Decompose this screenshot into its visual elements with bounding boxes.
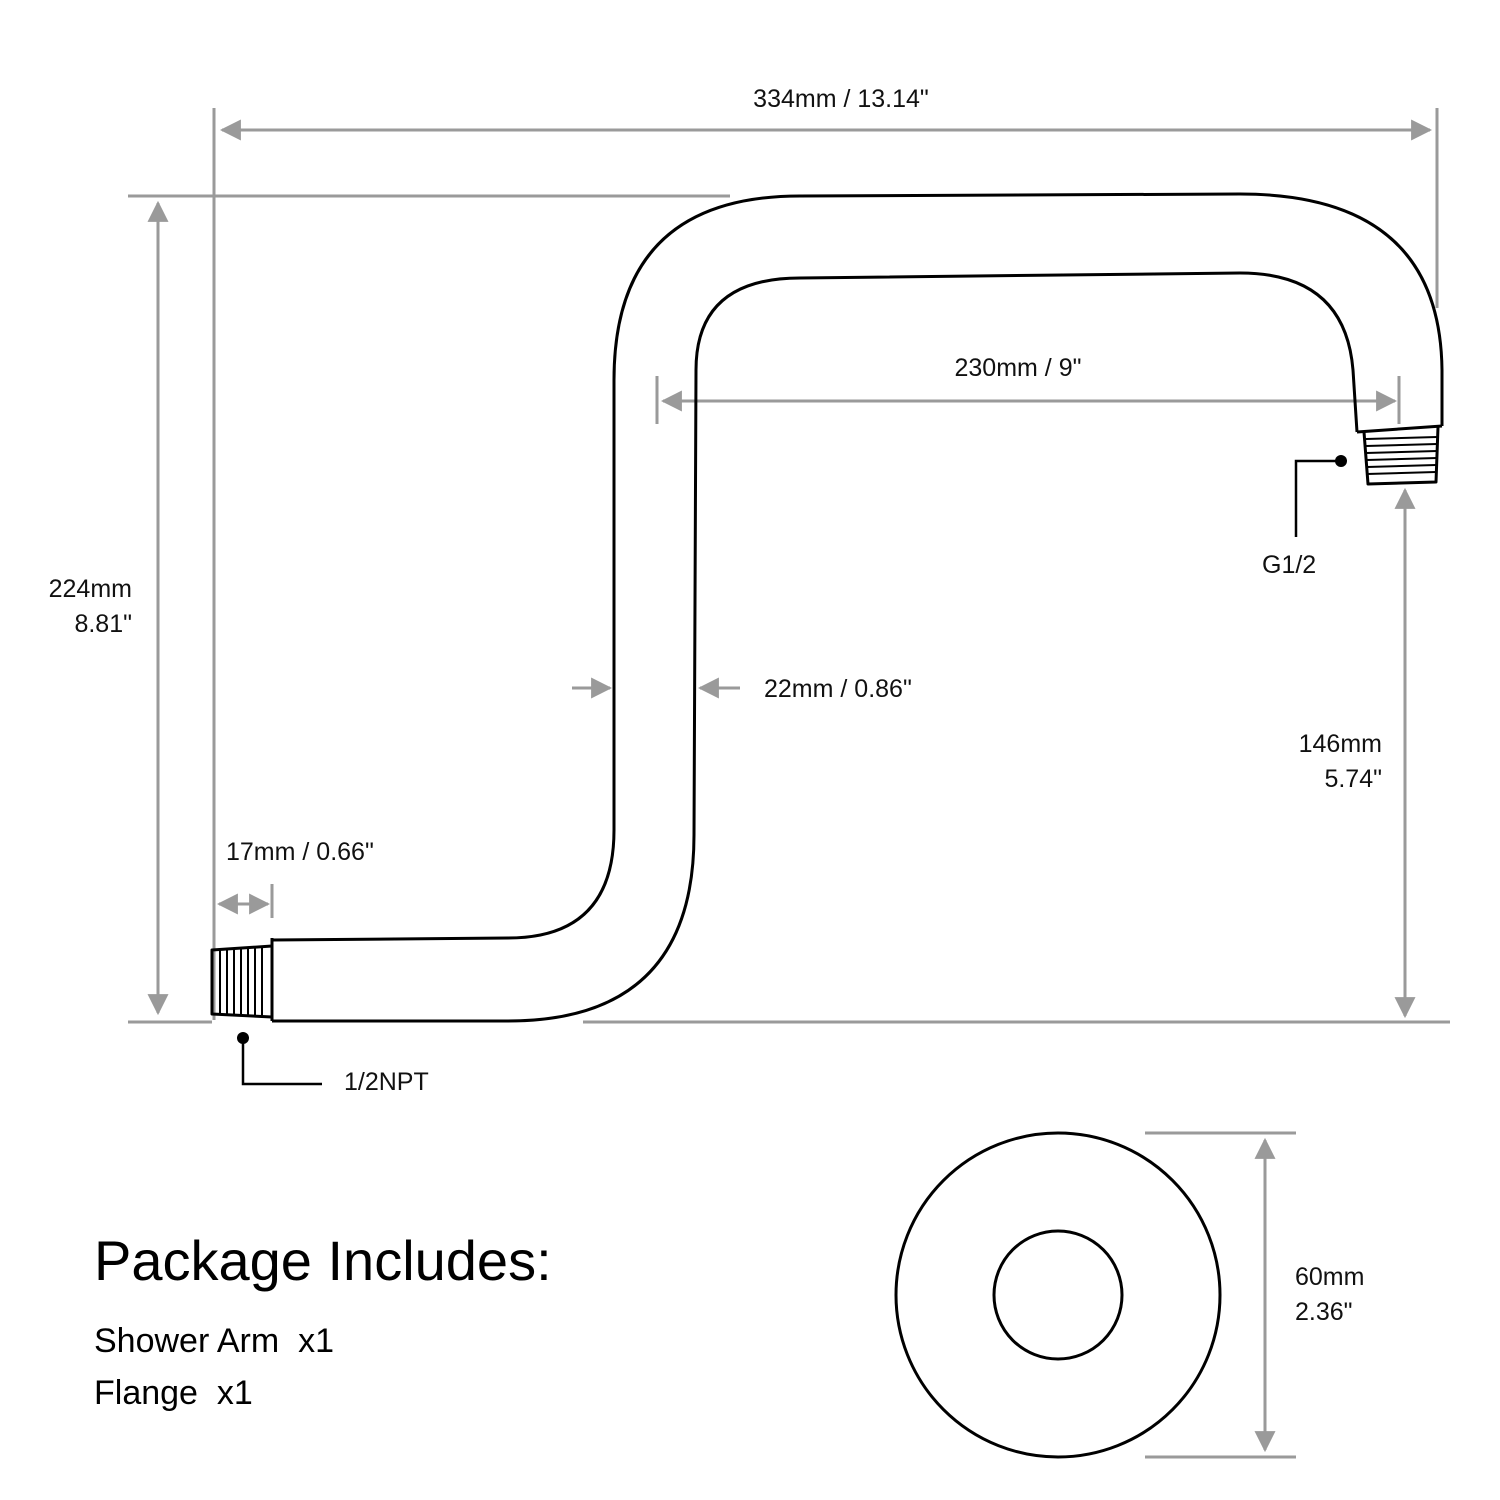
- inlet-callout: [237, 1032, 322, 1086]
- package-item-shower-arm: Shower Arm x1: [94, 1322, 334, 1360]
- label-thread-length: 17mm / 0.66": [226, 838, 374, 866]
- package-title: Package Includes:: [94, 1229, 552, 1292]
- label-pipe-diameter: 22mm / 0.86": [764, 675, 912, 703]
- package-includes: Package Includes: Shower Arm x1 Flange x…: [94, 1229, 552, 1412]
- extension-lines: [128, 108, 1450, 1459]
- outlet-thread: [1362, 426, 1440, 486]
- shower-arm: [210, 192, 1444, 1023]
- shower-arm-inner-edge: [271, 192, 1444, 942]
- package-item-flange: Flange x1: [94, 1374, 253, 1412]
- flange-outer-ring: [894, 1131, 1222, 1459]
- outlet-callout: [1294, 455, 1347, 537]
- callout-label-inlet-thread: 1/2NPT: [344, 1068, 429, 1096]
- label-overall-width: 334mm / 13.14": [753, 85, 929, 113]
- label-overall-height-in: 8.81": [74, 610, 132, 638]
- dimension-lines: [147, 119, 1433, 1453]
- callout-label-outlet-thread: G1/2: [1262, 551, 1316, 579]
- flange-inner-hole: [992, 1229, 1124, 1361]
- label-outlet-height-mm: 146mm: [1299, 730, 1382, 758]
- label-outlet-height-in: 5.74": [1324, 765, 1382, 793]
- inlet-thread: [210, 944, 273, 1019]
- shower-arm-outer-edge: [272, 271, 1359, 1023]
- label-overall-height-mm: 224mm: [49, 575, 132, 603]
- label-flange-diameter-in: 2.36": [1295, 1298, 1353, 1326]
- label-inner-width: 230mm / 9": [955, 354, 1082, 382]
- flange: [894, 1131, 1222, 1459]
- label-flange-diameter-mm: 60mm: [1295, 1263, 1364, 1291]
